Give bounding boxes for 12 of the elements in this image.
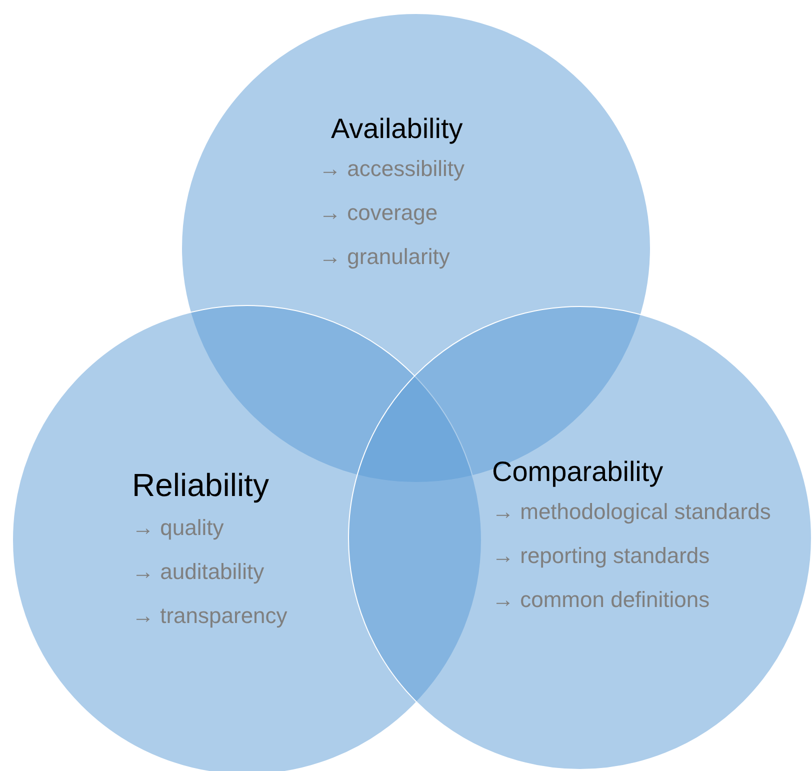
criterion-item: → coverage [319, 199, 438, 227]
criterion-item: → auditability [132, 558, 264, 586]
criterion-item: → granularity [319, 243, 450, 271]
criterion-item: → common definitions [492, 586, 710, 614]
criterion-item: → reporting standards [492, 542, 710, 570]
criterion-item: → quality [132, 514, 224, 542]
circle-heading: Availability [331, 112, 463, 146]
circle-heading: Reliability [132, 466, 269, 505]
criterion-item: → accessibility [319, 155, 464, 183]
criterion-item: → transparency [132, 602, 288, 630]
criterion-item: → methodological standards [492, 498, 771, 526]
circle-heading: Comparability [492, 455, 664, 489]
